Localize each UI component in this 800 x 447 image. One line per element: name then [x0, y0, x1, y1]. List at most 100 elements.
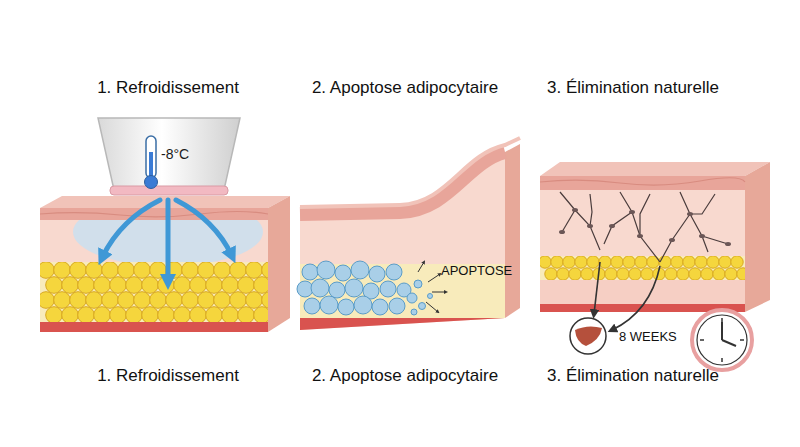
cell	[665, 268, 677, 280]
cell	[411, 309, 417, 315]
cell	[262, 262, 268, 278]
cell	[254, 277, 268, 294]
cell	[134, 292, 151, 309]
cell	[641, 268, 653, 280]
cell	[262, 292, 268, 309]
lymph-nodes	[559, 208, 731, 246]
cell	[563, 256, 575, 268]
cell	[302, 264, 318, 280]
cell	[677, 268, 689, 280]
duration-label: 8 WEEKS	[619, 329, 677, 345]
cell	[389, 298, 405, 314]
cell	[335, 265, 351, 281]
cell	[238, 277, 255, 294]
cell	[317, 261, 335, 279]
cell	[54, 262, 71, 278]
step-title: 3. Élimination naturelle	[547, 366, 719, 386]
cell	[587, 256, 599, 268]
cell	[62, 307, 79, 322]
cell	[142, 277, 159, 294]
cell	[725, 268, 737, 280]
cell	[372, 299, 388, 315]
step-title: 3. Élimination naturelle	[547, 78, 719, 98]
cell	[40, 262, 54, 278]
cell	[54, 292, 71, 309]
cell	[166, 292, 183, 309]
cell	[190, 277, 207, 294]
cell	[110, 277, 127, 294]
cell	[126, 307, 143, 322]
cell	[62, 277, 79, 294]
cell	[150, 292, 167, 309]
cell	[380, 281, 396, 297]
cell	[623, 256, 635, 268]
cell	[46, 277, 63, 294]
cell	[126, 277, 143, 294]
applicator-readout: -8°C	[161, 146, 189, 163]
cell	[338, 299, 354, 315]
cell	[246, 262, 263, 278]
cell	[737, 268, 745, 280]
cell	[311, 279, 329, 297]
cell	[345, 279, 363, 297]
skin-block-cooling	[38, 196, 290, 332]
cell	[158, 307, 175, 322]
cell	[78, 277, 95, 294]
cell	[118, 262, 135, 278]
cell	[386, 264, 402, 280]
cell	[428, 294, 433, 299]
skin-block-elimination	[539, 162, 770, 312]
cell	[701, 268, 713, 280]
step-title: 1. Refroidissement	[97, 366, 239, 386]
cell	[551, 256, 563, 268]
cell	[569, 268, 581, 280]
cell	[94, 307, 111, 322]
cell	[581, 268, 593, 280]
liver-icon	[570, 318, 606, 354]
cell	[414, 280, 422, 288]
cell	[238, 307, 255, 322]
step-title: 2. Apoptose adipocytaire	[312, 366, 498, 386]
cell	[222, 307, 239, 322]
cell	[407, 293, 417, 303]
cell	[46, 307, 63, 322]
cell	[369, 266, 385, 282]
cell	[40, 292, 54, 309]
cell	[695, 256, 707, 268]
cell	[182, 292, 199, 309]
cell	[206, 277, 223, 294]
cell	[351, 261, 369, 279]
lymph-vessels	[560, 192, 728, 262]
cell	[150, 262, 167, 278]
cell	[545, 268, 557, 280]
step-title: 1. Refroidissement	[97, 78, 239, 98]
cell	[134, 262, 151, 278]
cell	[70, 292, 87, 309]
elimination-arrows	[594, 262, 660, 330]
cell	[94, 277, 111, 294]
clock-icon	[692, 310, 752, 370]
cell	[246, 292, 263, 309]
cell	[540, 256, 551, 268]
skin-block-apoptosis	[297, 138, 520, 340]
step-title: 2. Apoptose adipocytaire	[312, 78, 498, 98]
cell	[70, 262, 87, 278]
process-label: APOPTOSE	[441, 263, 512, 279]
cell	[683, 256, 695, 268]
cell	[214, 262, 231, 278]
cell	[102, 292, 119, 309]
cell	[617, 268, 629, 280]
cell	[719, 256, 731, 268]
cell	[198, 292, 215, 309]
cell	[118, 292, 135, 309]
cell	[78, 307, 95, 322]
cell	[713, 268, 725, 280]
cell	[190, 307, 207, 322]
cell	[557, 268, 569, 280]
cell	[214, 292, 231, 309]
cold-arrows	[102, 200, 232, 282]
cell	[731, 256, 743, 268]
cryo-applicator	[98, 118, 240, 195]
cell	[174, 277, 191, 294]
cell	[605, 268, 617, 280]
